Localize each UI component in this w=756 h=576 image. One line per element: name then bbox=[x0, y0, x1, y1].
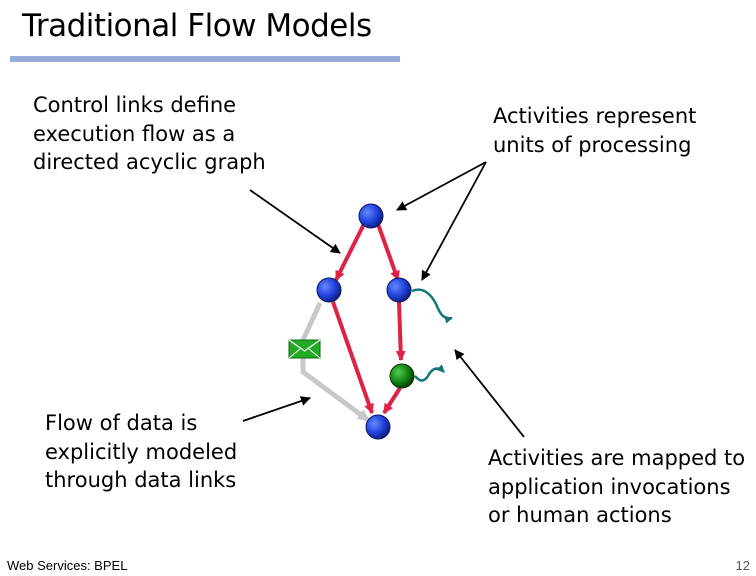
data-link bbox=[300, 301, 370, 423]
control-link bbox=[382, 386, 402, 415]
callout-arrow bbox=[421, 161, 487, 281]
callout-line: Activities represent bbox=[493, 104, 697, 128]
footer-label: Web Services: BPEL bbox=[7, 558, 128, 573]
callout-arrow bbox=[242, 396, 311, 422]
title-underline bbox=[10, 56, 400, 62]
data-flow-callout: Flow of data is explicitly modeled throu… bbox=[45, 409, 237, 495]
callout-line: units of processing bbox=[493, 132, 692, 157]
callout-line: Control links define bbox=[33, 93, 237, 117]
invocation-link bbox=[414, 364, 445, 382]
activity-node bbox=[365, 414, 391, 440]
callout-line: directed acyclic graph bbox=[33, 150, 266, 174]
slide-title: Traditional Flow Models bbox=[22, 8, 372, 44]
control-link bbox=[334, 223, 366, 281]
callout-arrow bbox=[396, 161, 487, 211]
activity-node bbox=[386, 277, 412, 303]
message-icon bbox=[288, 339, 321, 359]
activity-node bbox=[316, 277, 342, 303]
callout-line: Activities are mapped to bbox=[488, 446, 746, 470]
callout-line: or human actions bbox=[488, 503, 672, 527]
control-link bbox=[395, 301, 406, 361]
mapped-activities-callout: Activities are mapped to application inv… bbox=[488, 444, 745, 530]
page-number: 12 bbox=[735, 558, 750, 573]
callout-arrow bbox=[454, 349, 525, 438]
callout-line: explicitly modeled bbox=[45, 439, 238, 464]
callout-line: through data links bbox=[45, 468, 237, 492]
invocation-link bbox=[411, 288, 453, 324]
external-activity-node bbox=[389, 363, 415, 389]
callout-line: application invocations bbox=[488, 474, 731, 499]
callout-line: execution flow as a bbox=[33, 121, 236, 146]
callout-line: Flow of data is bbox=[45, 411, 198, 435]
control-links-callout: Control links define execution flow as a… bbox=[33, 91, 266, 177]
control-link bbox=[331, 301, 374, 414]
activity-node bbox=[358, 203, 384, 229]
callout-arrow bbox=[249, 189, 341, 254]
activities-callout: Activities represent units of processing bbox=[493, 102, 696, 159]
control-link bbox=[376, 223, 400, 281]
